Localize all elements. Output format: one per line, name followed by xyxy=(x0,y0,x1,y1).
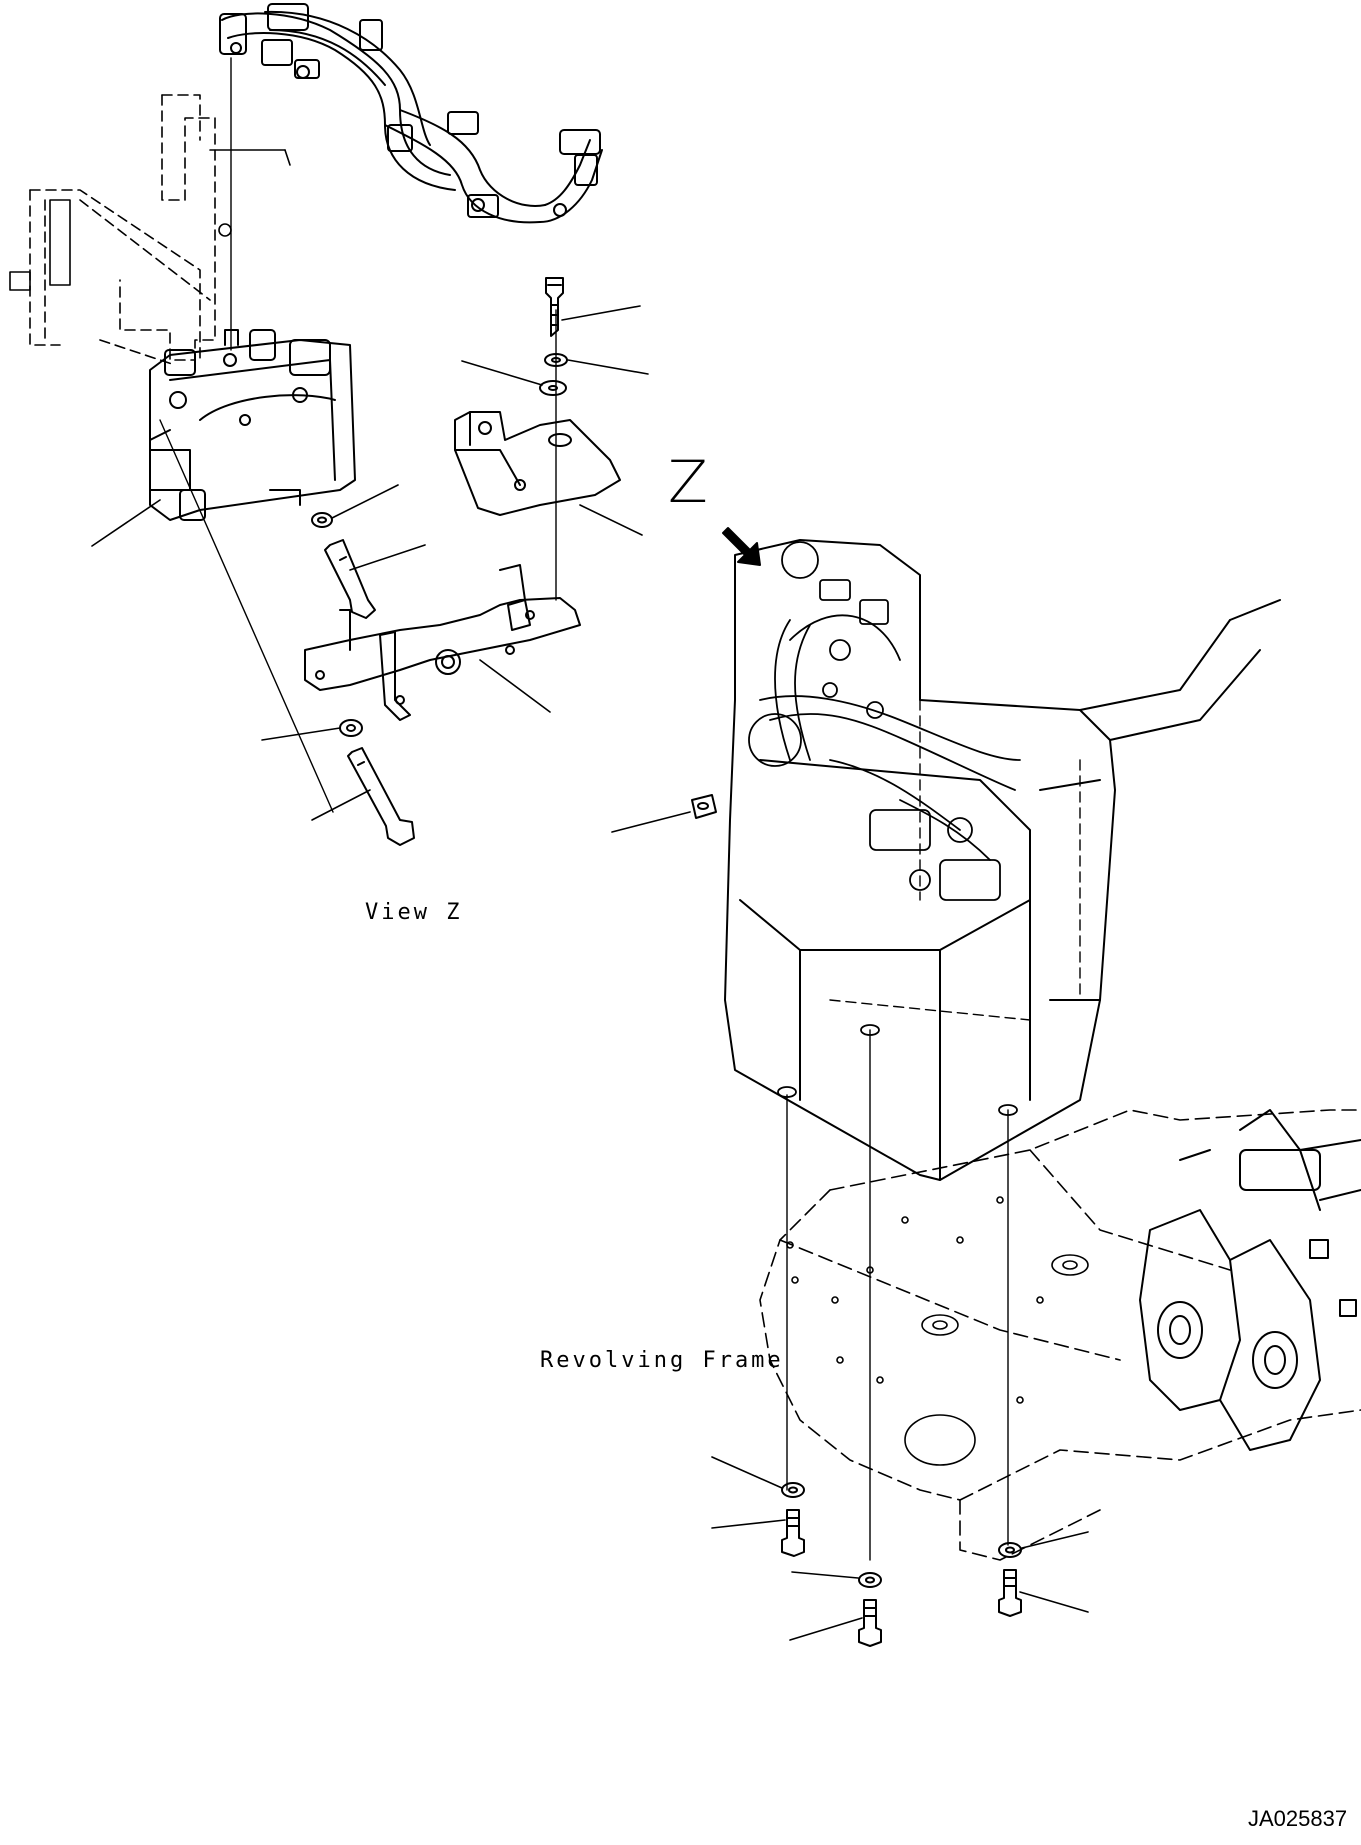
bottom-bolt-right xyxy=(998,1569,1022,1617)
mount-holes xyxy=(777,1024,1018,1116)
bottom-washer-mid-leader xyxy=(791,1571,859,1579)
bottom-bolt-left-leader xyxy=(711,1519,786,1529)
cover-plate-leader xyxy=(579,504,643,536)
machine-dashed xyxy=(829,699,1081,1021)
mid-washer-leader xyxy=(331,484,399,519)
upper-washer-1 xyxy=(544,353,568,367)
revolving-frame xyxy=(759,1109,1361,1561)
upper-washer-1-leader xyxy=(567,359,649,375)
view-label: View Z xyxy=(365,900,463,925)
frame-holes xyxy=(786,1196,1089,1466)
hose-clamp xyxy=(691,794,717,819)
background-bracket xyxy=(29,94,216,366)
reference-code: JA025837 xyxy=(1248,1806,1348,1831)
cover-plate xyxy=(454,411,621,516)
mounting-bracket xyxy=(304,564,581,721)
bottom-washer-left-leader xyxy=(711,1456,783,1489)
mounting-bracket-leader xyxy=(479,659,551,713)
long-bolt-upper-leader xyxy=(349,544,426,571)
long-bolt-lower-leader xyxy=(311,789,371,821)
upper-bolt-leader xyxy=(561,305,641,321)
upper-washer-2 xyxy=(539,380,567,396)
bottom-washer-left xyxy=(781,1482,805,1498)
bottom-bolt-mid-leader xyxy=(789,1617,863,1641)
solenoid-valve-block xyxy=(149,329,356,521)
bottom-bolt-mid xyxy=(858,1599,882,1647)
lower-washer xyxy=(339,719,363,737)
view-direction-arrow-icon xyxy=(722,527,761,566)
center-lines xyxy=(159,57,557,813)
machine-housing xyxy=(724,539,1281,1181)
machine-internal-hoses xyxy=(748,541,1021,901)
hose-assembly xyxy=(219,3,603,224)
mid-washer xyxy=(311,512,333,528)
view-letter: Z xyxy=(668,448,708,516)
bottom-bolt-right-leader xyxy=(1019,1591,1089,1613)
upper-washer-2-leader xyxy=(461,360,543,386)
drop-lines xyxy=(786,1029,1009,1561)
lower-washer-leader xyxy=(261,727,341,741)
revolving-frame-label: Revolving Frame xyxy=(540,1348,784,1373)
bottom-washer-right-leader xyxy=(1021,1531,1089,1549)
upper-bolt xyxy=(545,277,564,337)
hose-clamp-leader xyxy=(611,811,691,833)
bottom-washer-mid xyxy=(858,1572,882,1588)
bracket-details xyxy=(9,149,291,291)
valve-block-leader xyxy=(91,499,161,547)
bottom-washer-right xyxy=(998,1542,1022,1558)
bottom-bolt-left xyxy=(781,1509,805,1557)
long-bolt-upper xyxy=(324,539,376,619)
boom-bracket xyxy=(1139,1109,1361,1451)
